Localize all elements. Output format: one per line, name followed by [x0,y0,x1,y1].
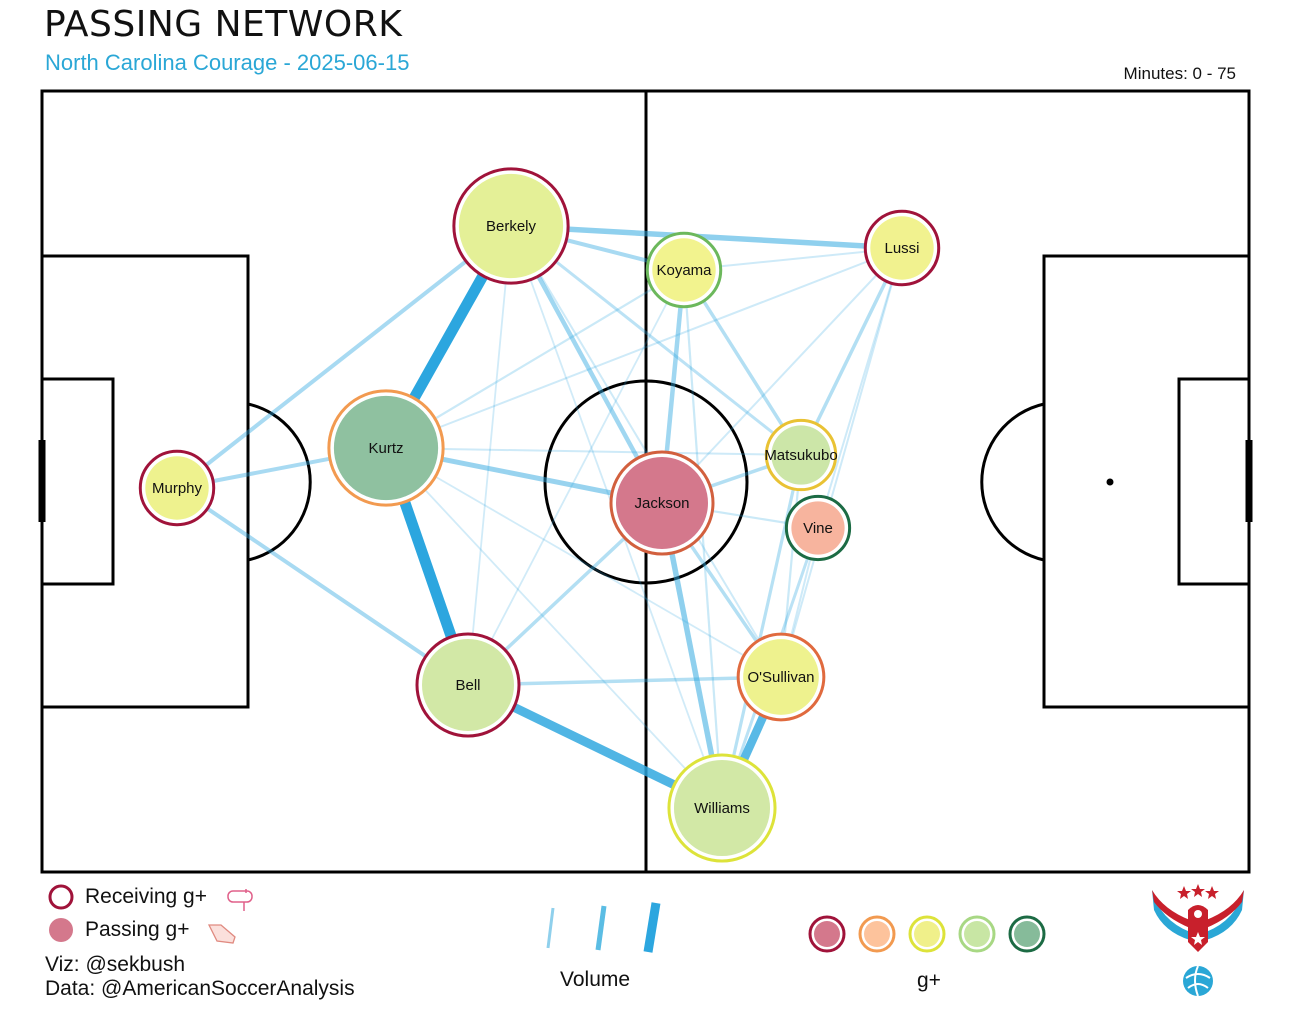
player-passing-fill [652,238,716,302]
player-passing-fill [673,759,771,857]
player-name-label: Williams [694,800,750,817]
passing-legend-marker [49,918,73,942]
pass-link [817,247,903,529]
pass-link [467,225,512,686]
player-name-label: O'Sullivan [747,669,814,686]
player-name-label: Kurtz [368,440,403,457]
volume-legend-label: Volume [560,968,631,991]
gplus-scale-swatch [914,921,940,947]
player-node[interactable]: Jackson [609,450,715,556]
pass-link [385,447,782,678]
player-passing-fill [791,501,845,555]
gplus-legend-label: g+ [917,969,941,992]
player-passing-fill [333,395,439,501]
receiving-legend-marker [48,884,74,910]
pass-link [385,447,723,809]
player-node[interactable]: Lussi [863,209,941,287]
pass-link [385,247,903,449]
right-penalty-arc [980,402,1045,562]
player-passing-fill [870,216,934,280]
gplus-scale-swatch [1014,921,1040,947]
viz-credit: Viz: @sekbush [45,953,185,976]
right-six-yard-box [1177,377,1251,586]
pass-link [175,486,470,687]
cleat-icon [207,924,236,944]
pass-link [720,454,803,809]
pass-link [467,269,685,686]
volume-legend [546,902,661,953]
player-node[interactable]: Murphy [138,449,216,527]
pass-link [510,224,802,457]
player-node[interactable]: Kurtz [327,389,445,507]
player-passing-fill [743,639,819,715]
player-node[interactable]: Bell [415,632,521,738]
pitch-lines [38,89,1253,874]
player-name-label: Vine [803,520,833,537]
gplus-scale-swatch [964,921,990,947]
pass-link [175,224,513,490]
gplus-scale-swatch [814,921,840,947]
player-name-label: Bell [455,677,480,694]
player-node[interactable]: Williams [667,753,777,863]
player-passing-fill [458,173,564,279]
right-penalty-box [1042,254,1251,709]
gplus-scale-swatch [864,921,890,947]
player-node[interactable]: Berkely [452,167,570,285]
player-passing-fill [616,457,708,549]
left-penalty-arc [247,402,312,562]
volume-high-mark [643,902,661,953]
pass-link [682,269,724,809]
pass-link [780,247,903,678]
left-six-yard-box [40,377,115,586]
player-name-label: Matsukubo [764,447,837,464]
data-credit: Data: @AmericanSoccerAnalysis [45,977,355,1000]
player-name-label: Jackson [634,495,689,512]
volume-mid-mark [595,905,607,951]
player-name-label: Berkely [486,218,537,235]
player-name-label: Murphy [152,480,203,497]
player-passing-fill [145,456,209,520]
chart-title: PASSING NETWORK [44,4,403,45]
pass-link [510,223,903,251]
player-node[interactable]: Vine [784,494,852,562]
chart-subtitle: North Carolina Courage - 2025-06-15 [45,50,410,75]
gplus-scale [808,915,1046,953]
player-name-label: Koyama [656,262,712,279]
volume-low-mark [546,907,555,949]
center-circle [543,379,749,585]
minutes-range: Minutes: 0 - 75 [1123,64,1236,83]
pass-link [510,225,782,678]
pass-link [385,447,802,456]
penalty-spot [1106,478,1114,486]
pass-link [799,247,904,456]
passing-legend-label: Passing g+ [85,918,190,941]
player-node[interactable]: O'Sullivan [736,632,826,722]
player-passing-fill [771,425,831,485]
player-name-label: Lussi [884,240,919,257]
pass-link [661,247,903,504]
player-node[interactable]: Matsukubo [764,418,838,492]
receiving-legend-label: Receiving g+ [85,885,207,908]
player-passing-fill [422,639,514,731]
mailbox-icon [227,889,253,911]
eagle-soccer-logo [1152,884,1244,997]
player-node[interactable]: Koyama [645,231,723,309]
